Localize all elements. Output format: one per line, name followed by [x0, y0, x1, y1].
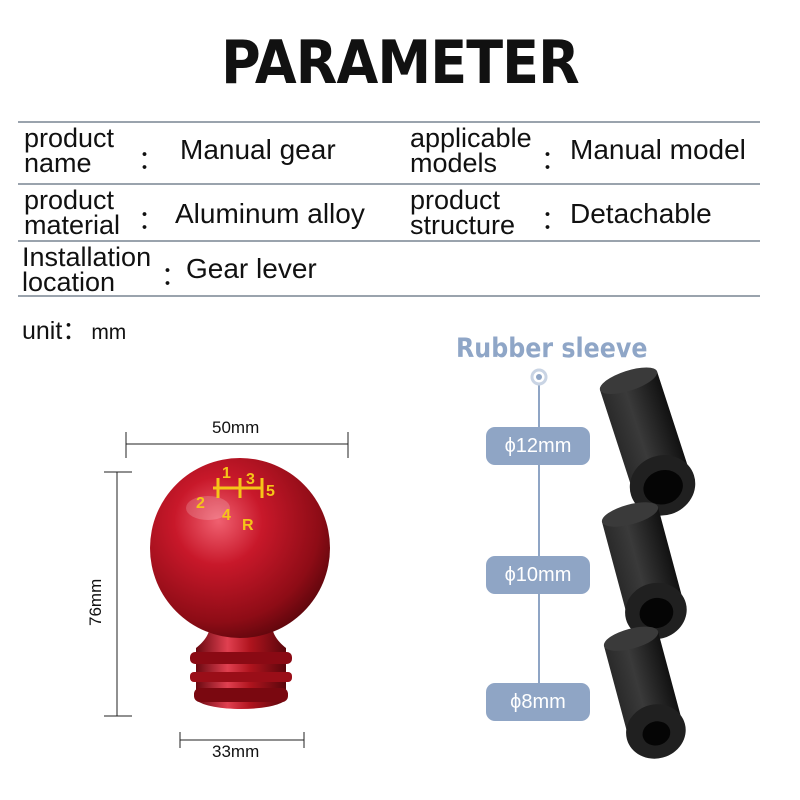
sleeve-size-badge: ϕ10mm [486, 556, 590, 594]
table-divider [18, 121, 760, 123]
sleeve-timeline [530, 368, 548, 720]
product-material-label: product material [24, 185, 121, 240]
width-bottom-label: 33mm [212, 742, 260, 761]
sleeve-size-badge: ϕ12mm [486, 427, 590, 465]
gear-label: R [242, 517, 254, 534]
gear-label: 5 [266, 483, 275, 500]
installation-location-label: Installation location [22, 242, 152, 297]
gear-pattern-icon [213, 478, 264, 498]
colon: ： [541, 205, 568, 235]
width-dimension-bottom [179, 732, 305, 748]
sleeve-size-badge: ϕ8mm [486, 683, 590, 721]
colon: ： [138, 145, 165, 175]
product-structure-value: Detachable [570, 198, 712, 229]
product-name-label: product name [24, 123, 115, 178]
gear-label: 4 [222, 507, 231, 524]
installation-location-value: Gear lever [186, 253, 317, 284]
rubber-sleeve-title: Rubber sleeve [456, 333, 648, 364]
table-divider [18, 240, 760, 242]
unit-value: mm [91, 321, 127, 344]
width-dimension-top [125, 432, 349, 458]
product-structure-label: product structure [410, 185, 516, 240]
applicable-models-label: applicable models [410, 123, 532, 178]
product-material-value: Aluminum alloy [175, 198, 365, 229]
product-name-value: Manual gear [180, 134, 336, 165]
height-dimension [104, 471, 132, 717]
unit-label: unit： [22, 317, 88, 345]
gear-label: 2 [196, 495, 205, 512]
colon: ： [541, 145, 568, 175]
page-title: PARAMETER [221, 28, 580, 98]
colon: ： [161, 261, 188, 291]
table-divider [18, 295, 760, 297]
rubber-sleeve-8mm [603, 626, 686, 759]
unit-line: unit：mm [22, 311, 126, 347]
rubber-sleeve-12mm [599, 367, 696, 516]
shift-knob [150, 458, 330, 709]
applicable-models-value: Manual model [570, 134, 746, 165]
width-top-label: 50mm [212, 418, 260, 437]
rubber-sleeve-10mm [601, 502, 687, 640]
gear-label: 1 [222, 465, 231, 482]
gear-pattern-labels: 1 3 5 2 4 R [196, 465, 275, 534]
table-divider [18, 183, 760, 185]
height-label: 76mm [86, 578, 105, 626]
colon: ： [138, 205, 165, 235]
gear-label: 3 [246, 471, 255, 488]
